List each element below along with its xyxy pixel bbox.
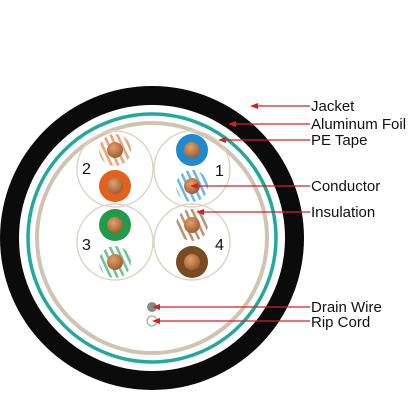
label-pe-tape: PE Tape bbox=[311, 132, 367, 149]
conductor-copper bbox=[184, 142, 200, 158]
arrowhead bbox=[218, 137, 226, 143]
arrowhead bbox=[228, 121, 236, 127]
arrowhead bbox=[152, 304, 160, 310]
label-drain-wire: Drain Wire bbox=[311, 299, 382, 316]
jacket-inner-edge bbox=[19, 105, 285, 371]
conductor-copper bbox=[107, 142, 123, 158]
arrowhead bbox=[250, 103, 258, 109]
label-jacket: Jacket bbox=[311, 98, 355, 115]
conductor-copper bbox=[184, 217, 200, 233]
pair-2 bbox=[99, 134, 131, 202]
pair-4 bbox=[176, 209, 208, 278]
label-insulation: Insulation bbox=[311, 204, 375, 221]
leader-lines bbox=[156, 105, 310, 322]
aluminum-foil-ring bbox=[26, 112, 278, 364]
pair-2-outline bbox=[76, 130, 154, 208]
pair-label-4: 4 bbox=[215, 237, 224, 254]
leader-arrowheads bbox=[152, 103, 258, 324]
pair-1-outline bbox=[153, 130, 231, 208]
pair-4-outline bbox=[153, 203, 231, 281]
conductor-copper bbox=[107, 178, 123, 194]
pair-3 bbox=[99, 209, 131, 278]
pe-tape-ring bbox=[35, 121, 269, 355]
label-rip-cord: Rip Cord bbox=[311, 314, 370, 331]
pair-label-1: 1 bbox=[215, 163, 224, 180]
label-conductor: Conductor bbox=[311, 178, 380, 195]
arrowhead bbox=[196, 209, 204, 215]
conductor-copper bbox=[107, 254, 123, 270]
pair-label-3: 3 bbox=[82, 237, 91, 254]
pair-groups bbox=[76, 130, 231, 281]
arrowhead bbox=[190, 183, 198, 189]
conductor-copper bbox=[184, 254, 200, 270]
arrowhead bbox=[152, 318, 160, 324]
pair-label-2: 2 bbox=[82, 161, 91, 178]
conductor-copper bbox=[107, 217, 123, 233]
label-aluminum-foil: Aluminum Foil bbox=[311, 116, 406, 133]
pair-3-outline bbox=[76, 203, 154, 281]
